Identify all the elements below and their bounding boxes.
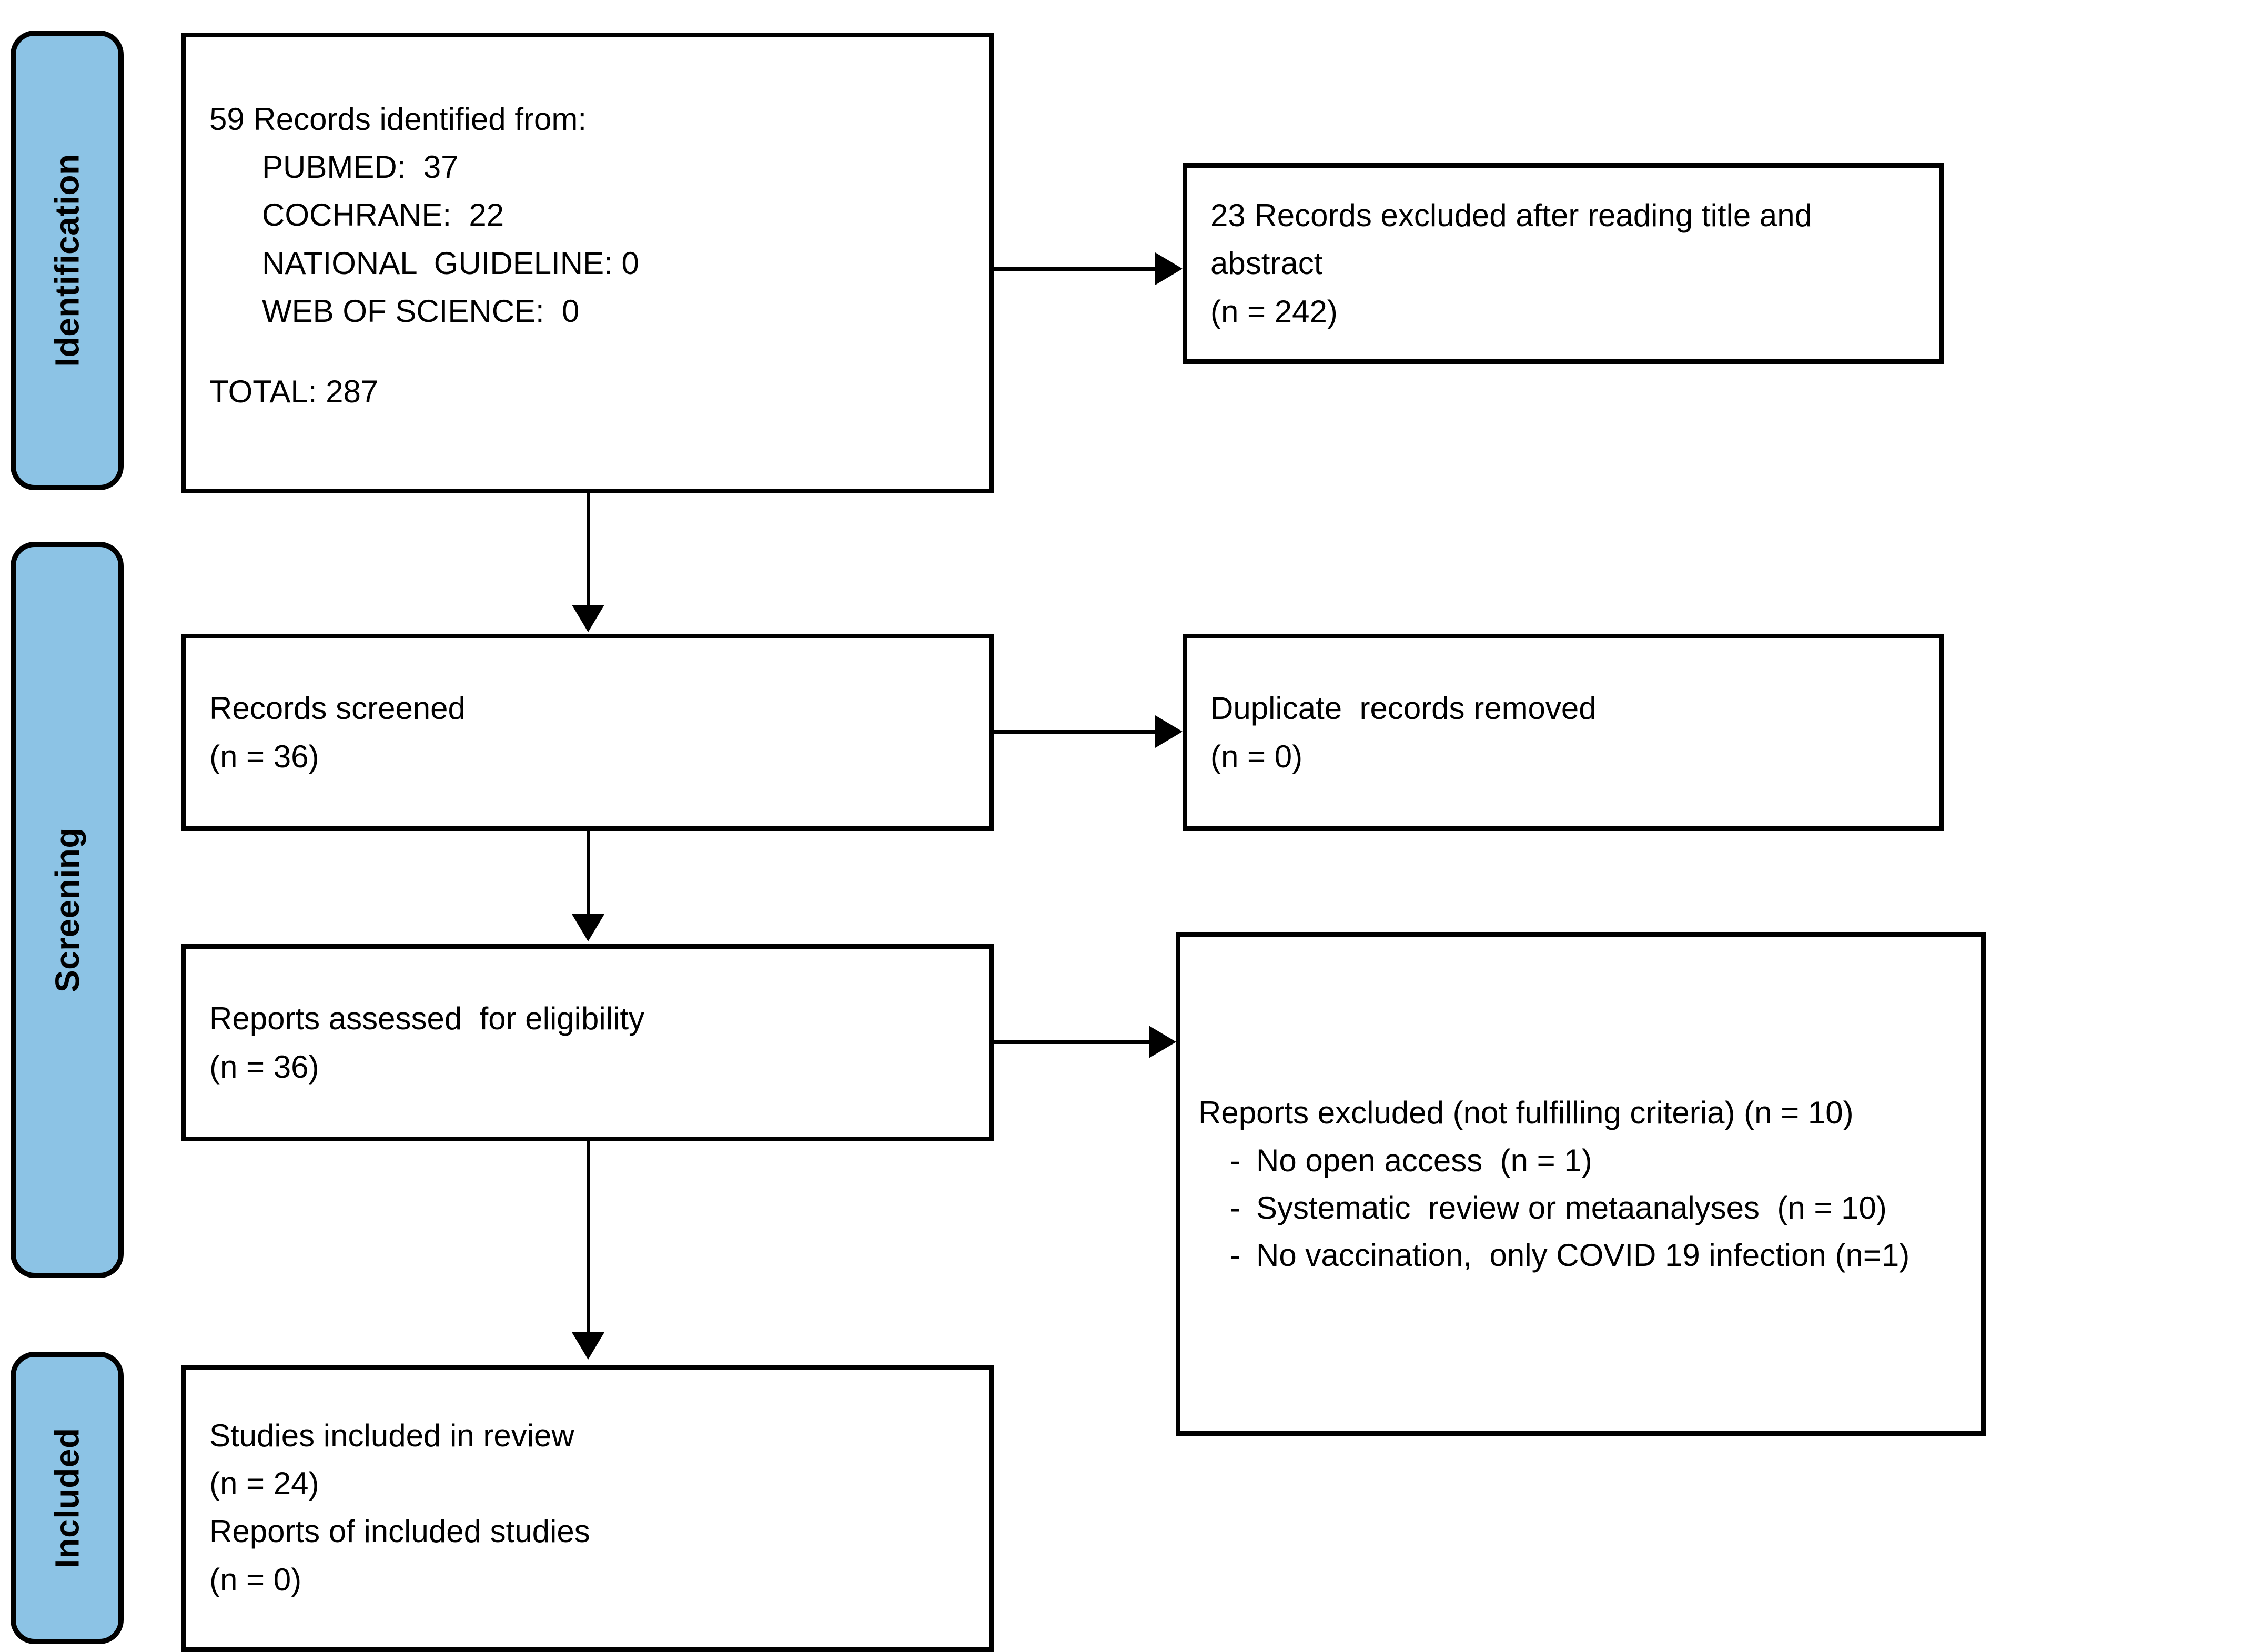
arrowhead-screened-to-duplicates	[1155, 715, 1183, 748]
connector-identified-to-screened	[587, 493, 590, 606]
records-identified-pubmed: PUBMED: 37	[262, 149, 459, 185]
records-identified-total: TOTAL: 287	[209, 373, 379, 409]
reports-excluded-reason-text: No vaccination, only COVID 19 infection …	[1256, 1237, 1910, 1273]
records-screened-count: (n = 36)	[209, 738, 319, 774]
reports-excluded-heading: Reports excluded (not fulfilling criteri…	[1198, 1095, 1854, 1131]
bullet-dash-icon: -	[1230, 1142, 1240, 1178]
records-identified-heading: 59 Records identified from:	[209, 102, 587, 137]
arrowhead-assessed-to-excluded	[1149, 1026, 1176, 1058]
reports-included-label: Reports of included studies	[209, 1514, 590, 1549]
arrowhead-assessed-to-included	[572, 1332, 604, 1360]
box-reports-excluded: Reports excluded (not fulfilling criteri…	[1176, 932, 1986, 1436]
reports-included-count: (n = 0)	[209, 1562, 302, 1597]
connector-screened-to-assessed	[587, 831, 590, 915]
bullet-dash-icon: -	[1230, 1237, 1240, 1273]
reports-excluded-reason-text: Systematic review or metaanalyses (n = 1…	[1256, 1190, 1887, 1225]
connector-screened-to-duplicates	[993, 730, 1156, 734]
records-identified-national-guideline: NATIONAL GUIDELINE: 0	[262, 245, 639, 281]
phase-identification: Identification	[11, 31, 124, 490]
reports-excluded-reason-item: - No open access (n = 1)	[1198, 1137, 1958, 1184]
connector-assessed-to-excluded	[993, 1040, 1150, 1044]
excluded-title-abstract-line2: abstract	[1210, 246, 1323, 281]
reports-excluded-reason-item: - No vaccination, only COVID 19 infectio…	[1198, 1232, 1958, 1279]
reports-excluded-reason-text: No open access (n = 1)	[1256, 1142, 1592, 1178]
excluded-title-abstract-count: (n = 242)	[1210, 293, 1338, 329]
arrowhead-identified-to-screened	[572, 605, 604, 632]
records-identified-cochrane: COCHRANE: 22	[262, 197, 504, 233]
reports-assessed-count: (n = 36)	[209, 1049, 319, 1085]
phase-screening-label: Screening	[48, 827, 86, 992]
duplicates-removed-label: Duplicate records removed	[1210, 691, 1597, 726]
reports-excluded-reason-list: - No open access (n = 1) - Systematic re…	[1198, 1137, 1958, 1279]
bullet-dash-icon: -	[1230, 1190, 1240, 1225]
connector-identified-to-excluded	[993, 267, 1156, 271]
reports-assessed-label: Reports assessed for eligibility	[209, 1001, 645, 1037]
studies-included-count: (n = 24)	[209, 1466, 319, 1502]
excluded-title-abstract-line1: 23 Records excluded after reading title …	[1210, 198, 1813, 234]
box-studies-included: Studies included in review (n = 24) Repo…	[181, 1365, 994, 1652]
box-records-identified: 59 Records identified from: PUBMED: 37 C…	[181, 33, 994, 493]
duplicates-removed-count: (n = 0)	[1210, 738, 1303, 774]
phase-included: Included	[11, 1352, 124, 1644]
records-identified-spacer	[209, 335, 966, 368]
reports-excluded-reason-item: - Systematic review or metaanalyses (n =…	[1198, 1184, 1958, 1232]
records-screened-label: Records screened	[209, 691, 466, 726]
box-records-excluded-title-abstract: 23 Records excluded after reading title …	[1183, 163, 1944, 364]
box-duplicate-records-removed: Duplicate records removed (n = 0)	[1183, 634, 1944, 831]
phase-included-label: Included	[48, 1427, 86, 1568]
connector-assessed-to-included	[587, 1141, 590, 1333]
box-reports-assessed-eligibility: Reports assessed for eligibility (n = 36…	[181, 944, 994, 1141]
phase-identification-label: Identification	[48, 154, 86, 367]
studies-included-label: Studies included in review	[209, 1418, 574, 1453]
phase-screening: Screening	[11, 542, 124, 1278]
arrowhead-screened-to-assessed	[572, 914, 604, 941]
arrowhead-identified-to-excluded	[1155, 252, 1183, 285]
box-records-screened: Records screened (n = 36)	[181, 634, 994, 831]
records-identified-web-of-science: WEB OF SCIENCE: 0	[262, 293, 580, 329]
